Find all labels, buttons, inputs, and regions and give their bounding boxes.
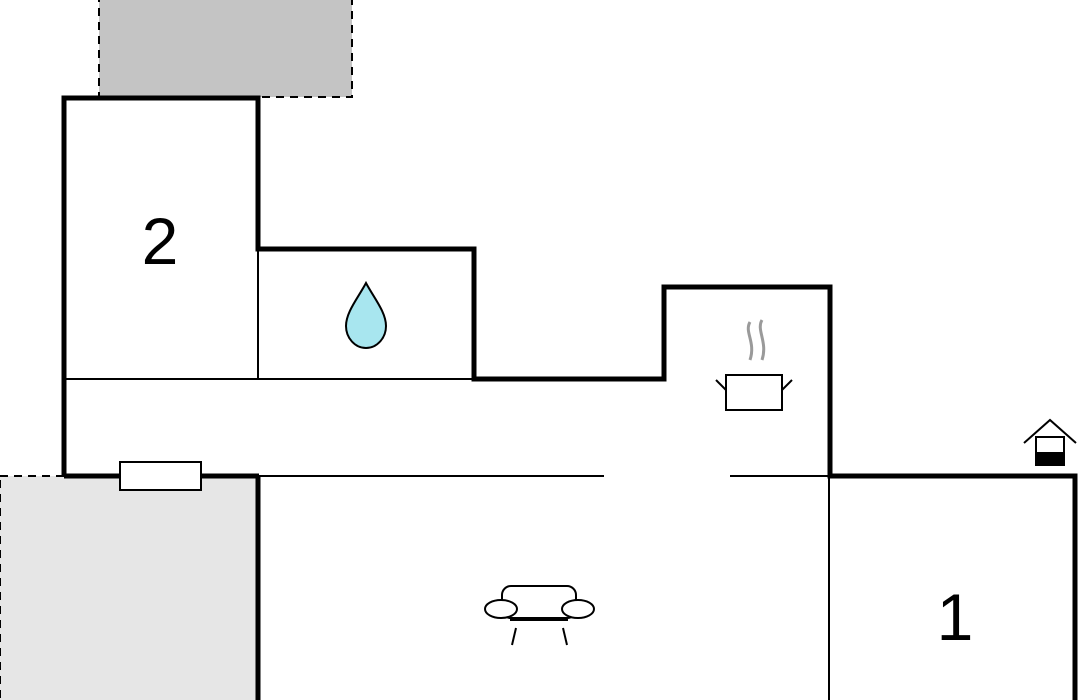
terrace-left <box>0 475 260 700</box>
interior-walls <box>64 249 830 700</box>
terrace-top <box>98 0 353 98</box>
sofa-icon <box>484 585 595 646</box>
well-icon <box>1023 418 1077 466</box>
cooking-pot-icon <box>715 319 793 411</box>
radiator-icon <box>119 461 202 491</box>
room-label-1: 1 <box>937 580 974 654</box>
room-label-2: 2 <box>142 204 179 278</box>
water-drop-icon <box>344 280 388 350</box>
